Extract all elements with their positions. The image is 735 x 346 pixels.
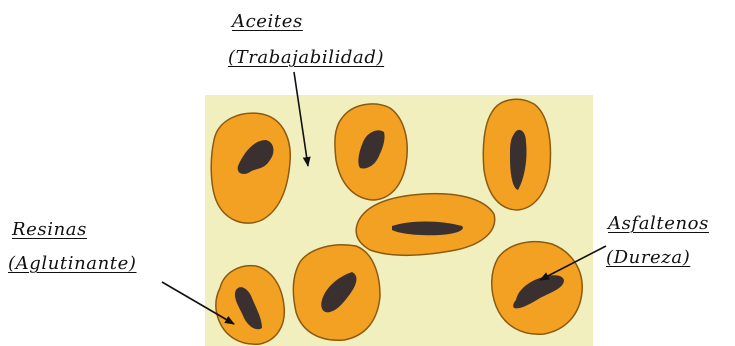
label-resinas: Resinas <box>12 218 87 242</box>
particle-bottom-left <box>216 266 284 345</box>
label-aceites-role: (Trabajabilidad) <box>228 46 384 70</box>
particle-top-right <box>483 99 550 210</box>
particle-top-middle <box>335 104 407 200</box>
particle-bottom-middle <box>293 245 380 340</box>
label-aceites: Aceites <box>232 10 303 34</box>
label-asfaltenos: Asfaltenos <box>608 212 709 236</box>
particle-bottom-right <box>492 242 582 335</box>
label-resinas-role: (Aglutinante) <box>8 252 137 276</box>
label-asfaltenos-role: (Dureza) <box>606 246 690 270</box>
